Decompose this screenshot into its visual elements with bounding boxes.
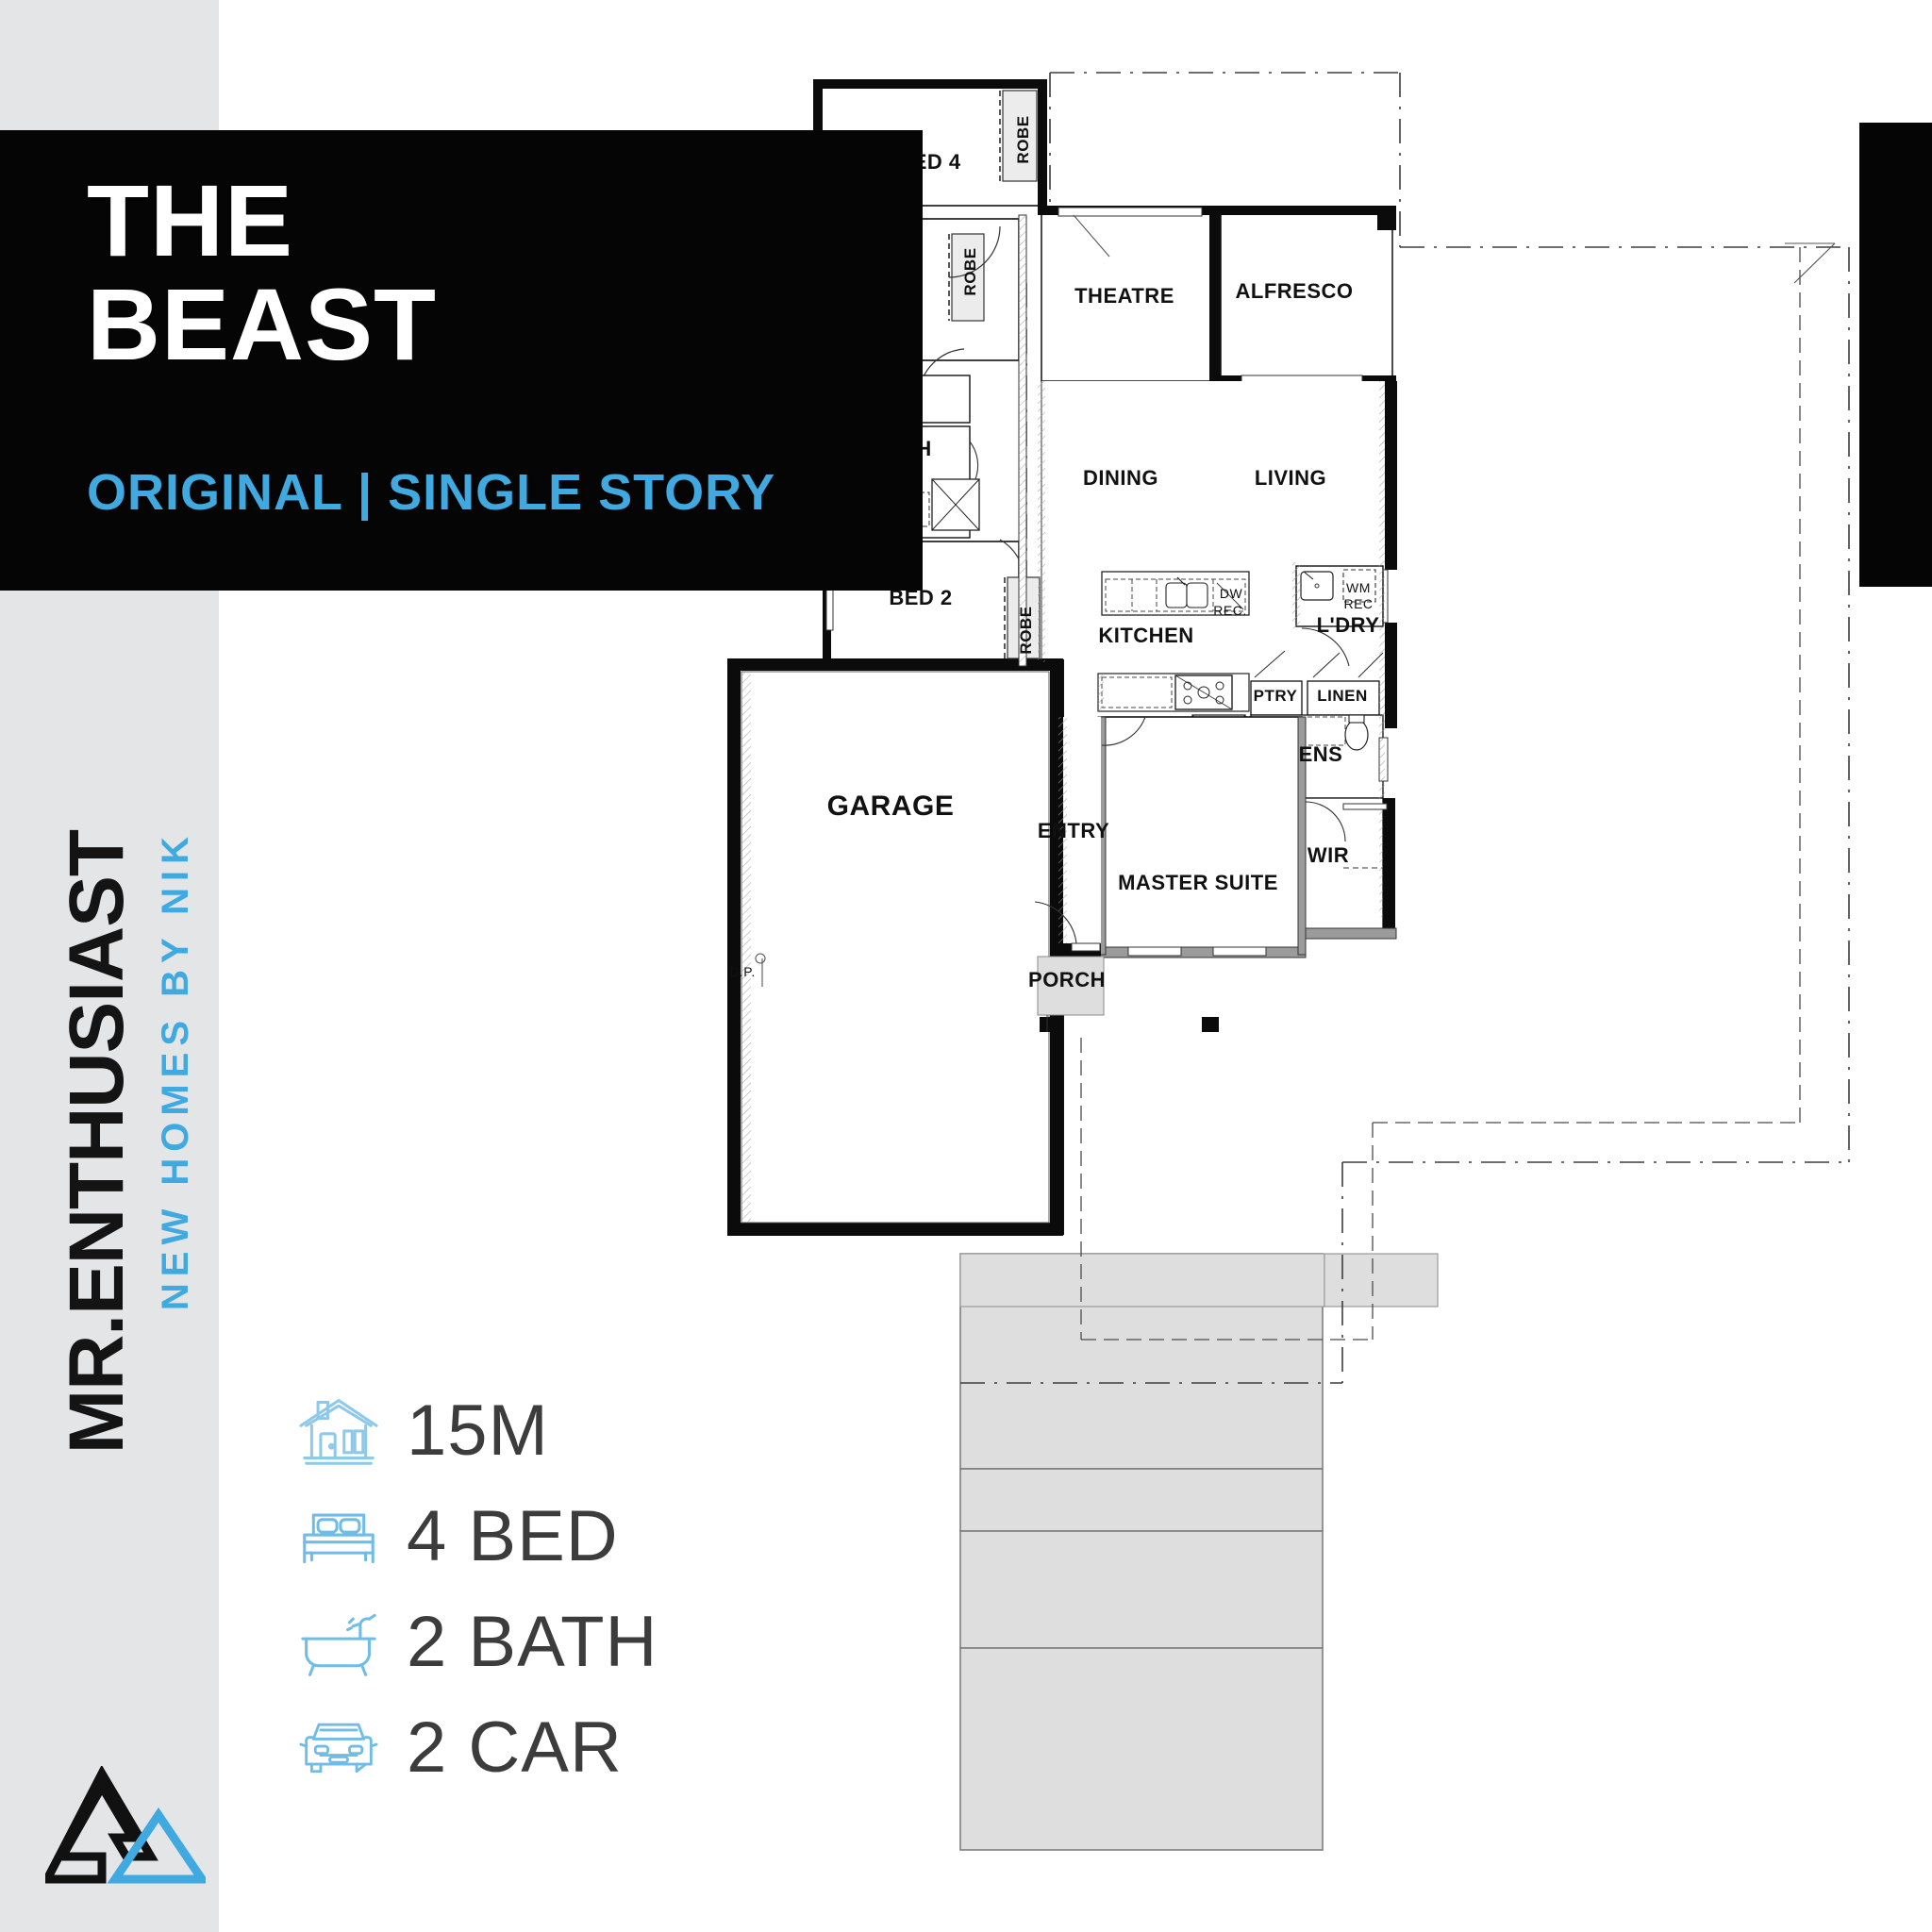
plan-subtitle: ORIGINAL | SINGLE STORY [87,464,776,521]
room-alfresco [1220,206,1396,386]
room-label-linen: LINEN [1317,687,1368,705]
bathtub-icon [288,1598,390,1685]
house-icon [288,1387,390,1474]
spec-row-baths: 2 BATH [288,1589,891,1694]
room-bed2 [823,538,1041,670]
room-theatre [1038,206,1223,382]
driveway [959,1253,1324,1851]
room-pantry-linen [1250,650,1384,716]
spec-label-baths: 2 BATH [407,1601,658,1682]
spec-label-frontage: 15M [407,1390,549,1471]
room-label-rec: REC [1343,596,1374,611]
room-label-dining: DINING [1083,466,1158,490]
room-label-garage: GARAGE [826,791,955,822]
porch-slab [959,1253,1325,1307]
room-dining-living [1038,381,1397,728]
eave-line [1080,247,1801,1341]
room-label-kitchen: KITCHEN [1098,624,1194,647]
room-label-ptry: PTRY [1253,687,1298,705]
room-entry-porch [1034,717,1219,1032]
porch-slab-2 [1324,1253,1439,1307]
hall-wall [1018,214,1027,667]
room-label-theatre: THEATRE [1074,284,1174,308]
outer-walls-right [1305,381,1397,940]
room-label-l-dry: L'DRY [1316,613,1380,637]
right-accent-bar [1859,123,1932,587]
room-label-rec: REC. [1213,603,1247,618]
room-master-suite [1097,716,1307,958]
title-block: THE BEAST ORIGINAL | SINGLE STORY [0,130,923,591]
room-laundry [1292,562,1384,667]
room-label-wm: WM [1346,580,1371,595]
room-label-robe: ROBE [961,247,979,296]
room-label-porch: PORCH [1028,968,1106,991]
brand-lockup: MR.ENTHUSIAST NEW HOMES BY NIK [38,830,198,1454]
bed-icon [288,1492,390,1579]
room-label-d-p: D.P. [729,964,756,979]
room-label-living: LIVING [1254,466,1327,490]
room-label-alfresco: ALFRESCO [1235,279,1354,303]
spec-label-cars: 2 CAR [407,1707,623,1788]
triangle-logo [40,1764,210,1889]
brand-tagline: NEW HOMES BY NIK [155,830,196,1311]
plan-title-line1: THE [87,163,293,277]
room-label-entry: ENTRY [1037,819,1110,842]
room-label-ens: ENS [1298,742,1343,766]
plan-title-line2: BEAST [87,267,438,381]
spec-row-beds: 4 BED [288,1483,891,1589]
room-label-master-suite: MASTER SUITE [1118,871,1278,894]
brand-name: MR.ENTHUSIAST [54,830,140,1455]
room-label-robe: ROBE [1014,115,1032,164]
room-kitchen [1097,571,1250,712]
car-icon [288,1704,390,1790]
room-label-wir: WIR [1307,843,1350,867]
room-wir [1301,797,1384,933]
room-label-dw: DW [1219,586,1243,601]
annotation-leaders [755,214,1836,987]
room-label-robe: ROBE [1017,606,1035,655]
spec-row-frontage: 15M [288,1377,891,1483]
room-garage [727,658,1064,1236]
spec-label-beds: 4 BED [407,1495,619,1576]
spec-list: 15M 4 BED [288,1377,891,1800]
spec-row-cars: 2 CAR [288,1694,891,1800]
